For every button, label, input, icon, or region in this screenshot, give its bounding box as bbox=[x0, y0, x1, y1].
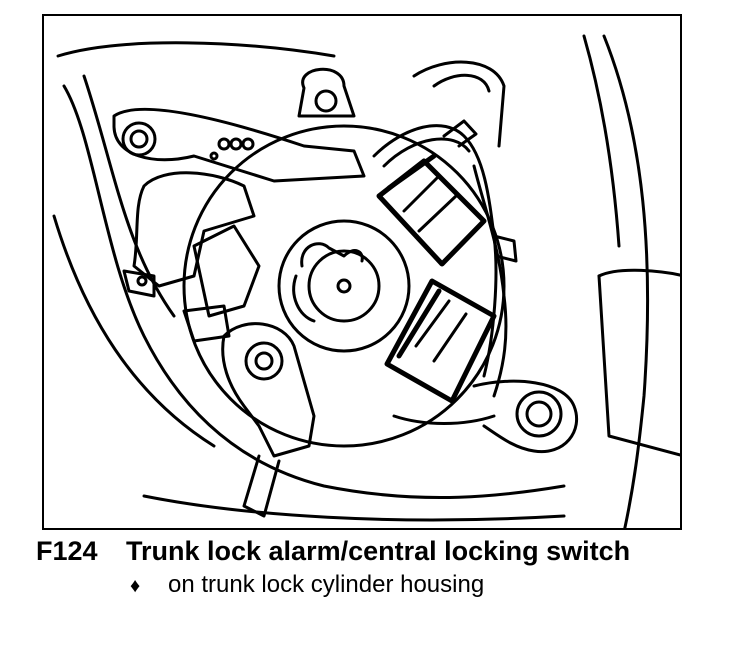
diamond-bullet-icon: ♦ bbox=[130, 575, 141, 597]
figure-frame bbox=[42, 14, 682, 530]
bullet-text: on trunk lock cylinder housing bbox=[168, 571, 485, 598]
caption-heading: F124 Trunk lock alarm/central locking sw… bbox=[36, 536, 716, 567]
figure-id: F124 bbox=[36, 536, 98, 566]
figure-title: Trunk lock alarm/central locking switch bbox=[126, 536, 631, 566]
figure-caption: F124 Trunk lock alarm/central locking sw… bbox=[36, 536, 716, 599]
caption-bullet-line: ♦ on trunk lock cylinder housing bbox=[130, 571, 716, 599]
trunk-lock-switch-drawing bbox=[52, 34, 680, 528]
